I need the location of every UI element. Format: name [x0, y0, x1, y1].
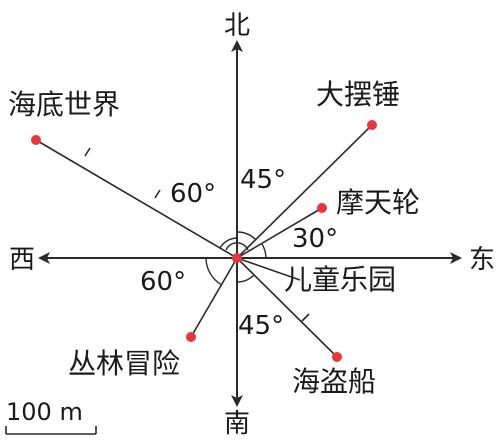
- label-north: 北: [224, 11, 250, 41]
- dot-haidi: [31, 135, 41, 145]
- label-dabai: 大摆锤: [316, 78, 400, 111]
- ray-dabai: [236, 124, 373, 259]
- label-haidao: 海盗船: [292, 365, 376, 398]
- dot-motian: [317, 203, 327, 213]
- scale-label: 100 m: [6, 398, 83, 426]
- angle-sw: 60°: [140, 267, 186, 297]
- ray-ertong: [236, 257, 301, 281]
- tick-haidi: [84, 147, 91, 157]
- angle-nw: 60°: [170, 179, 216, 209]
- ray-conglin: [190, 257, 238, 338]
- arc-se: [236, 274, 255, 283]
- arc-e-ne: [261, 243, 267, 259]
- label-west: 西: [9, 245, 35, 275]
- arc-ne: [236, 231, 257, 241]
- angle-se: 45°: [238, 311, 284, 341]
- angle-ne: 45°: [240, 165, 286, 195]
- label-conglin: 丛林冒险: [68, 347, 180, 380]
- ray-haidao: [236, 257, 338, 358]
- dot-conglin: [186, 332, 196, 342]
- tick-haidao: [301, 313, 310, 322]
- label-east: 东: [469, 245, 495, 275]
- angle-e-ne: 30°: [292, 224, 338, 254]
- ray-haidi: [35, 139, 238, 259]
- dot-center: [232, 253, 242, 263]
- arc-nw: [219, 237, 238, 249]
- label-south: 南: [224, 409, 250, 439]
- label-ertong: 儿童乐园: [284, 263, 396, 296]
- dot-haidao: [332, 352, 342, 362]
- ray-motian: [236, 207, 323, 259]
- arc-sw: [205, 257, 223, 286]
- arc-center: [225, 242, 249, 251]
- tick-haidi-2: [154, 189, 161, 199]
- label-motian: 摩天轮: [336, 186, 420, 219]
- label-haidi: 海底世界: [8, 88, 120, 121]
- dot-dabai: [367, 120, 377, 130]
